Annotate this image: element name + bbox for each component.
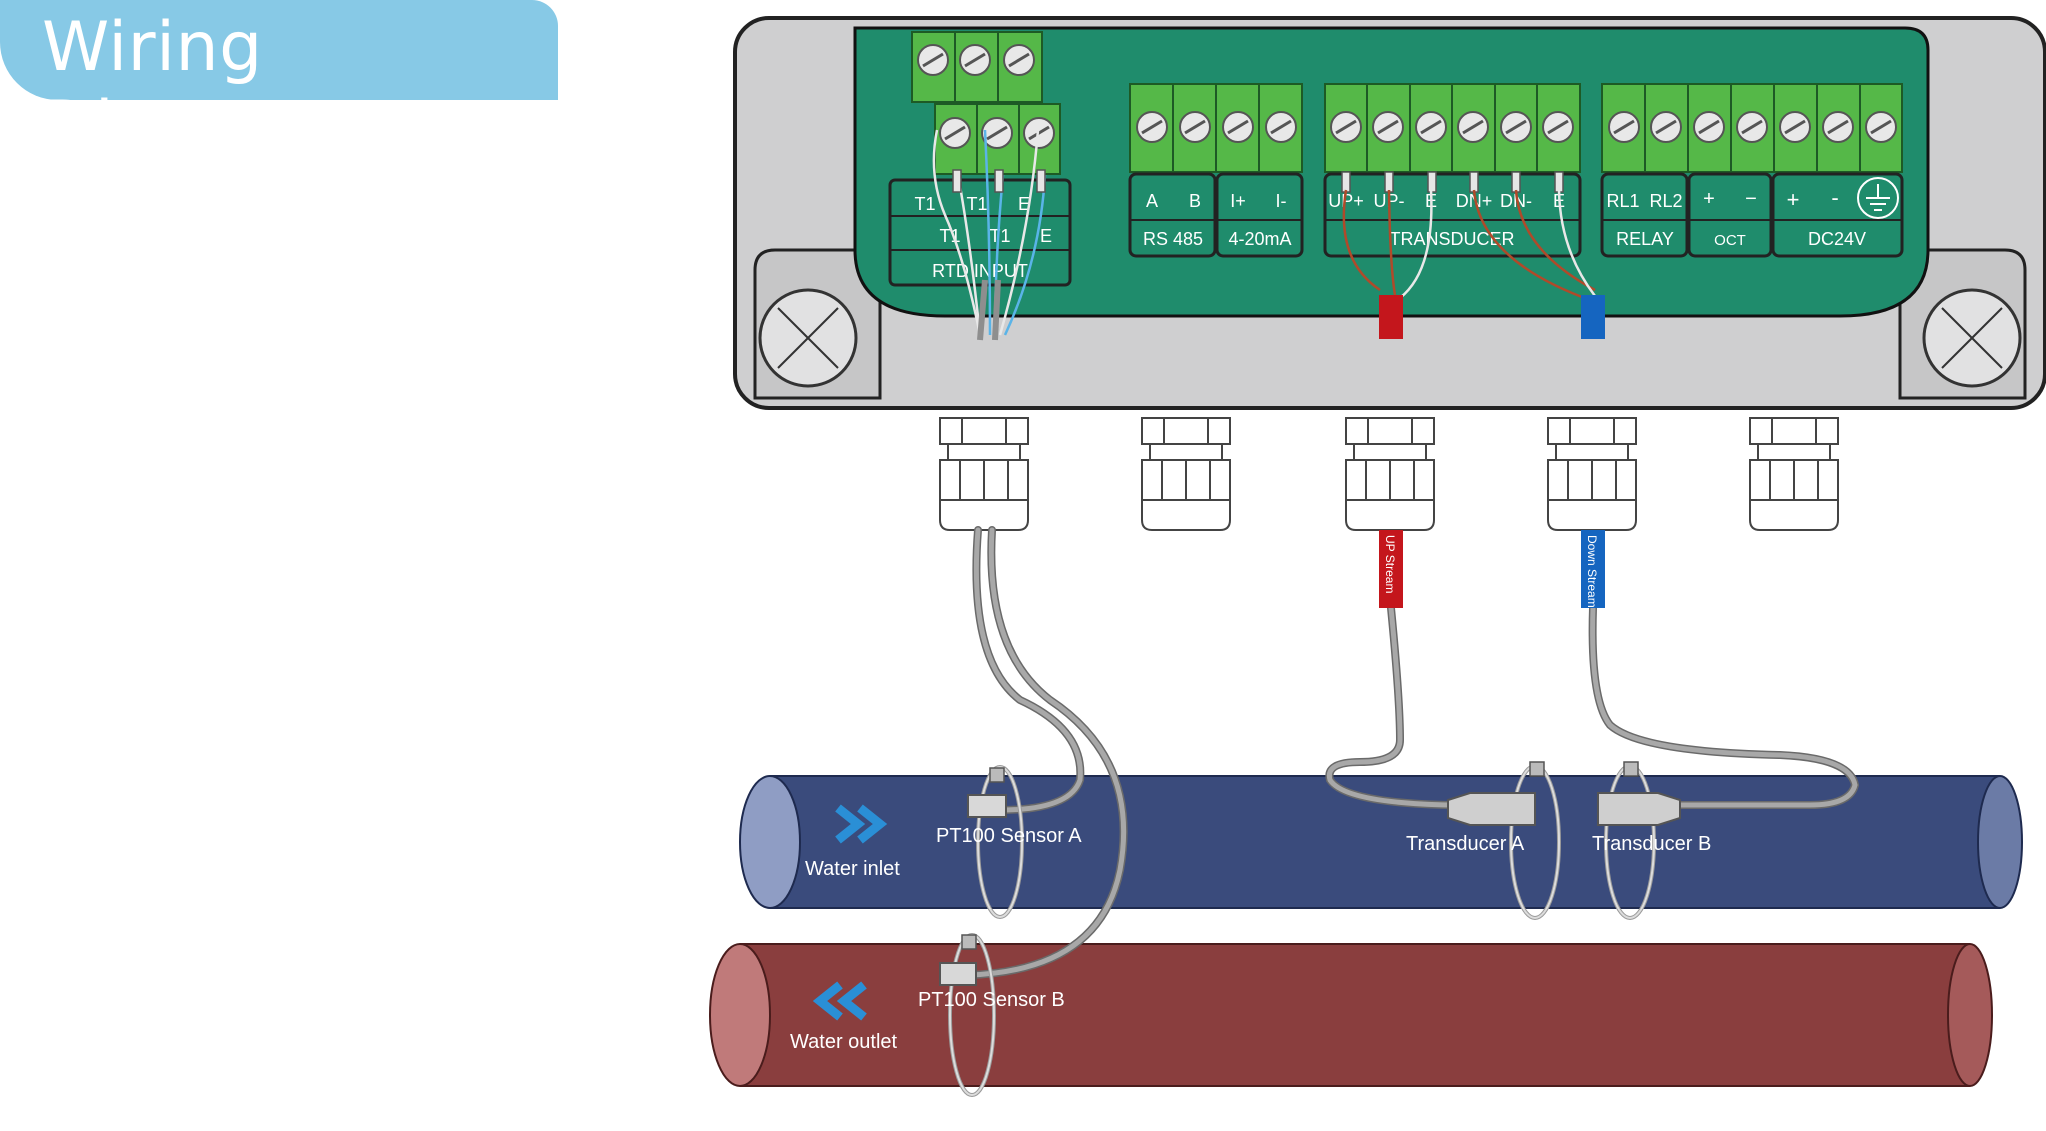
rs485-a-label: A: [1146, 191, 1158, 211]
current-minus-label: I-: [1276, 191, 1287, 211]
upstream-cable-sleeve: [1379, 295, 1403, 339]
rs485-group-label: RS 485: [1143, 229, 1203, 249]
transducer-dn-minus-label: DN-: [1500, 191, 1532, 211]
oct-plus-label: +: [1703, 188, 1715, 210]
current-group-label: 4-20mA: [1228, 229, 1291, 249]
cable-glands: [939, 417, 1839, 531]
transducer-b: [1597, 761, 1681, 920]
transducer-internal-wires: [1342, 189, 1596, 302]
power-group-label: DC24V: [1808, 229, 1866, 249]
oct-group-label: OCT: [1714, 232, 1746, 249]
title-banner: Wiring Diagram: [0, 0, 558, 166]
transducer-group-label: TRANSDUCER: [1389, 229, 1514, 249]
rs485-b-label: B: [1189, 191, 1201, 211]
rs485-terminal-block: A B RS 485: [1128, 83, 1303, 258]
water-outlet-label: Water outlet: [790, 1031, 898, 1053]
downstream-cable-tag: Down Stream: [1581, 530, 1605, 608]
inlet-flow-arrow-icon: [835, 804, 888, 844]
water-inlet-label: Water inlet: [805, 858, 900, 880]
cable-gland-5: [1749, 417, 1839, 531]
pt100-sensor-b-label: PT100 Sensor B: [918, 989, 1065, 1011]
power-terminal: + - DC24V: [1771, 172, 1904, 258]
current-plus-label: I+: [1230, 191, 1246, 211]
transducer-terminal-block: UP+ UP- E DN+ DN- E TRANSDUCER: [1323, 83, 1582, 258]
rtd-top-label-3: E: [1018, 194, 1030, 214]
relay-rl1-label: RL1: [1606, 191, 1639, 211]
rtd-cable-bundle: [977, 279, 1001, 341]
transducer-a: [1447, 761, 1561, 920]
cable-gland-4: [1547, 417, 1637, 531]
transducer-dn-plus-label: DN+: [1456, 191, 1493, 211]
rtd-group-label: RTD INPUT: [932, 261, 1028, 281]
outlet-flow-arrow-icon: [812, 981, 867, 1021]
svg-text:UP Stream: UP Stream: [1383, 535, 1397, 593]
rtd-bottom-label-3: E: [1040, 226, 1052, 246]
relay-rl2-label: RL2: [1649, 191, 1682, 211]
relay-power-terminal-block: [1601, 83, 1903, 173]
rtd-top-label-1: T1: [914, 194, 935, 214]
cable-gland-1: [939, 417, 1029, 531]
relay-terminal: RL1 RL2 RELAY: [1600, 172, 1689, 258]
cable-gland-3: [1345, 417, 1435, 531]
rtd-bottom-label-2: T1: [989, 226, 1010, 246]
upstream-cable-tag: UP Stream: [1379, 530, 1403, 608]
transducer-b-label: Transducer B: [1592, 833, 1711, 855]
transducer-a-label: Transducer A: [1406, 833, 1525, 855]
oct-terminal: + − OCT: [1687, 172, 1773, 258]
transducer-up-plus-label: UP+: [1328, 191, 1364, 211]
outlet-pipe: [709, 943, 1993, 1087]
rtd-top-label-2: T1: [966, 194, 987, 214]
downstream-cable-sleeve: [1581, 295, 1605, 339]
ground-icon: [1857, 177, 1899, 219]
page-title: Wiring Diagram: [42, 8, 338, 166]
pt100-sensor-b: [939, 933, 996, 1097]
oct-minus-label: −: [1745, 188, 1757, 210]
power-minus-label: -: [1831, 185, 1838, 210]
relay-group-label: RELAY: [1616, 229, 1674, 249]
current-output-terminal: I+ I- 4-20mA: [1215, 172, 1304, 258]
cable-gland-2: [1141, 417, 1231, 531]
pt100-sensor-a-label: PT100 Sensor A: [936, 825, 1082, 847]
rtd-terminal-block: T1 T1 E T1 T1 E RTD INPUT: [888, 31, 1072, 287]
external-cables: [966, 526, 1860, 979]
svg-text:Down Stream: Down Stream: [1585, 535, 1599, 608]
pt100-sensor-a: [967, 765, 1024, 919]
inlet-pipe: [739, 775, 2023, 909]
power-plus-label: +: [1787, 187, 1800, 212]
